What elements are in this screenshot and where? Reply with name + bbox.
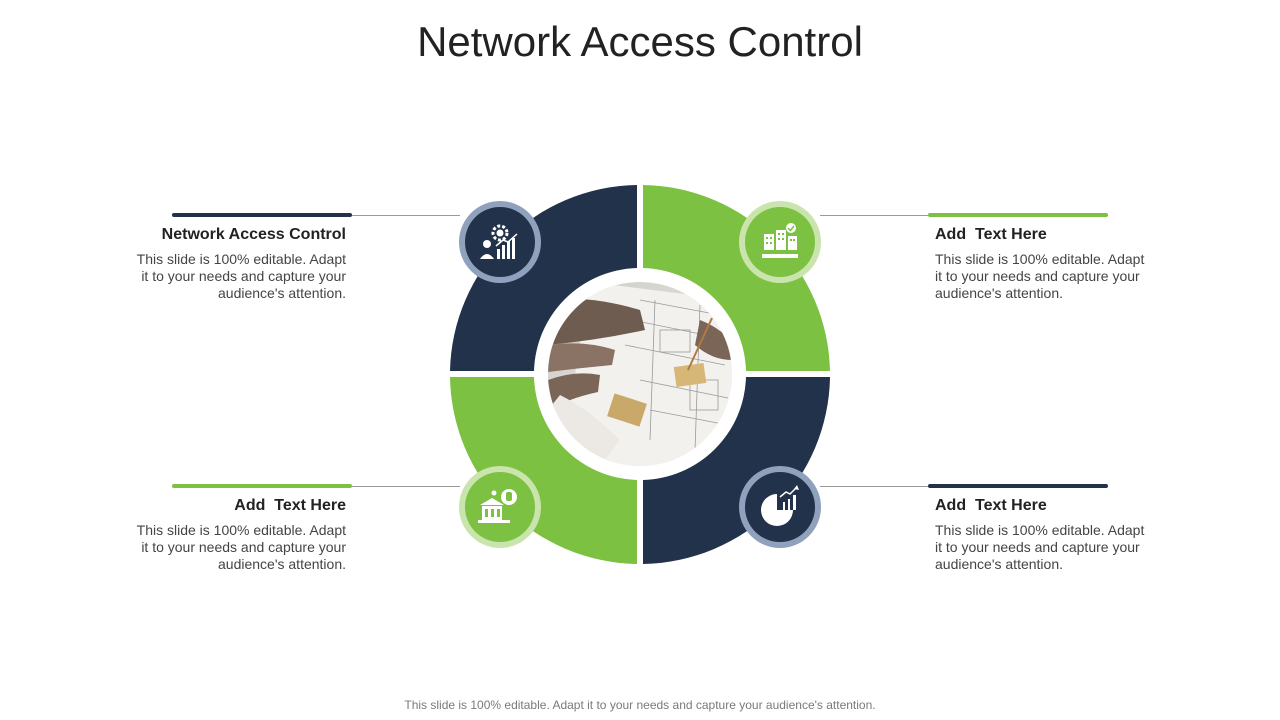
badge-top-right	[739, 201, 821, 283]
center-photo	[540, 274, 740, 474]
slide-footer: This slide is 100% editable. Adapt it to…	[404, 698, 876, 712]
connector-top-right	[820, 215, 928, 216]
connector-bottom-right	[820, 486, 928, 487]
segment-top-left	[450, 185, 637, 371]
building-stop-hand-icon	[478, 489, 517, 523]
segment-bottom-left	[450, 377, 637, 564]
block-description: This slide is 100% editable. Adapt it to…	[935, 251, 1145, 301]
segment-top-right	[643, 185, 830, 371]
accent-bar-top-left	[172, 213, 352, 217]
text-block-bottom-left: Add Text Here This slide is 100% editabl…	[131, 497, 346, 573]
accent-bar-bottom-right	[928, 484, 1108, 488]
badge-bottom-right	[739, 466, 821, 548]
text-block-top-left: Network Access Control This slide is 100…	[131, 226, 346, 302]
buildings-handshake-icon	[762, 223, 798, 258]
badge-top-left	[459, 201, 541, 283]
block-heading: Network Access Control	[161, 226, 346, 243]
badge-bottom-left	[459, 466, 541, 548]
text-block-bottom-right: Add Text Here This slide is 100% editabl…	[935, 497, 1150, 573]
segment-bottom-right	[643, 377, 830, 564]
connector-bottom-left	[352, 486, 460, 487]
block-heading: Add Text Here	[935, 226, 1047, 243]
block-heading: Add Text Here	[234, 497, 346, 514]
accent-bar-bottom-left	[172, 484, 352, 488]
accent-bar-top-right	[928, 213, 1108, 217]
text-block-top-right: Add Text Here This slide is 100% editabl…	[935, 226, 1150, 302]
block-description: This slide is 100% editable. Adapt it to…	[136, 251, 346, 301]
block-description: This slide is 100% editable. Adapt it to…	[935, 522, 1145, 572]
slide-title: Network Access Control	[417, 18, 863, 65]
pie-bar-chart-icon	[761, 485, 799, 526]
connector-top-left	[352, 215, 460, 216]
block-description: This slide is 100% editable. Adapt it to…	[136, 522, 346, 572]
block-heading: Add Text Here	[935, 497, 1047, 514]
gear-person-chart-icon	[480, 224, 518, 259]
